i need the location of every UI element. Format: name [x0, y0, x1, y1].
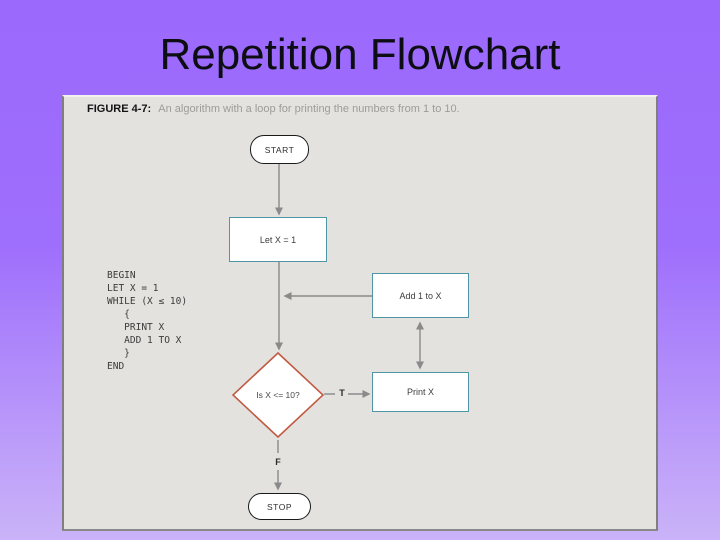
- pseudocode-block: BEGIN LET X = 1 WHILE (X ≤ 10) { PRINT X A…: [107, 269, 187, 373]
- figure-caption: FIGURE 4-7: An algorithm with a loop for…: [87, 103, 460, 115]
- flow-node-print-x: Print X: [372, 372, 469, 412]
- flow-node-stop: STOP: [248, 493, 311, 520]
- branch-label-false: F: [275, 457, 281, 467]
- flow-node-start: START: [250, 135, 309, 164]
- flow-node-let-x: Let X = 1: [229, 217, 327, 262]
- slide-title: Repetition Flowchart: [159, 30, 561, 79]
- code-line: ADD 1 TO X: [107, 335, 182, 346]
- flow-node-decision: Is X <= 10?: [232, 352, 324, 438]
- code-line: LET X = 1: [107, 283, 159, 294]
- decision-diamond-shape: [232, 352, 324, 438]
- decision-label: Is X <= 10?: [256, 390, 300, 400]
- figure-caption-label: FIGURE 4-7:: [87, 103, 152, 115]
- code-line: PRINT X: [107, 322, 165, 333]
- code-line: }: [107, 348, 130, 359]
- flow-node-add-1-to-x: Add 1 to X: [372, 273, 469, 318]
- code-line: BEGIN: [107, 270, 136, 281]
- figure-panel: FIGURE 4-7: An algorithm with a loop for…: [62, 95, 658, 531]
- branch-label-true: T: [339, 388, 345, 398]
- code-line: END: [107, 361, 125, 372]
- code-line: {: [107, 309, 130, 320]
- code-line: WHILE (X ≤ 10): [107, 296, 188, 307]
- figure-caption-text: An algorithm with a loop for printing th…: [158, 103, 460, 115]
